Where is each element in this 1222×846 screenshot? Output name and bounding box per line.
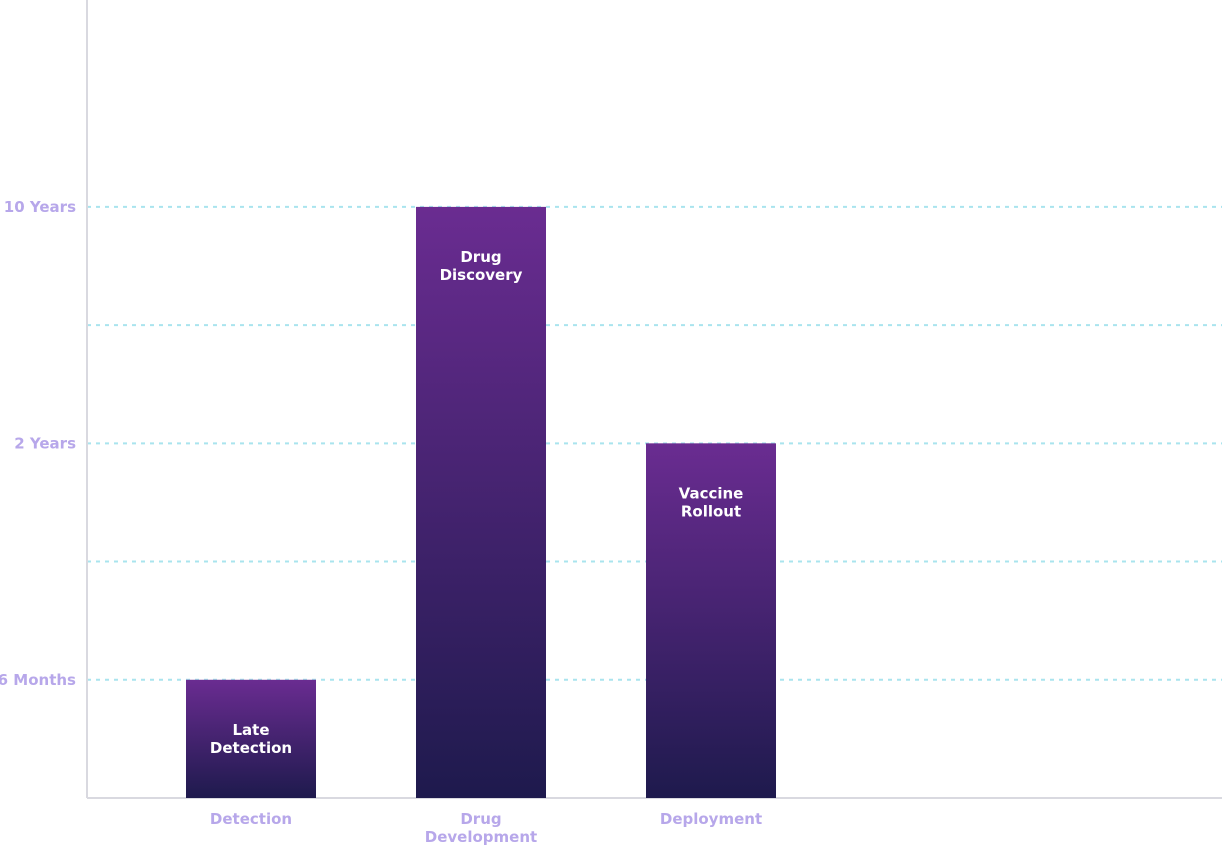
x-category-label: Deployment — [660, 810, 762, 828]
bar — [416, 206, 546, 798]
bar — [646, 443, 776, 798]
x-category-label: Detection — [210, 810, 292, 828]
bar — [186, 679, 316, 798]
y-tick-label: 2 Years — [14, 434, 76, 452]
y-tick-label: 6 Months — [0, 671, 76, 689]
y-tick-label: 10 Years — [4, 198, 76, 216]
y-tick-labels: 6 Months 2 Years 10 Years — [0, 198, 76, 689]
